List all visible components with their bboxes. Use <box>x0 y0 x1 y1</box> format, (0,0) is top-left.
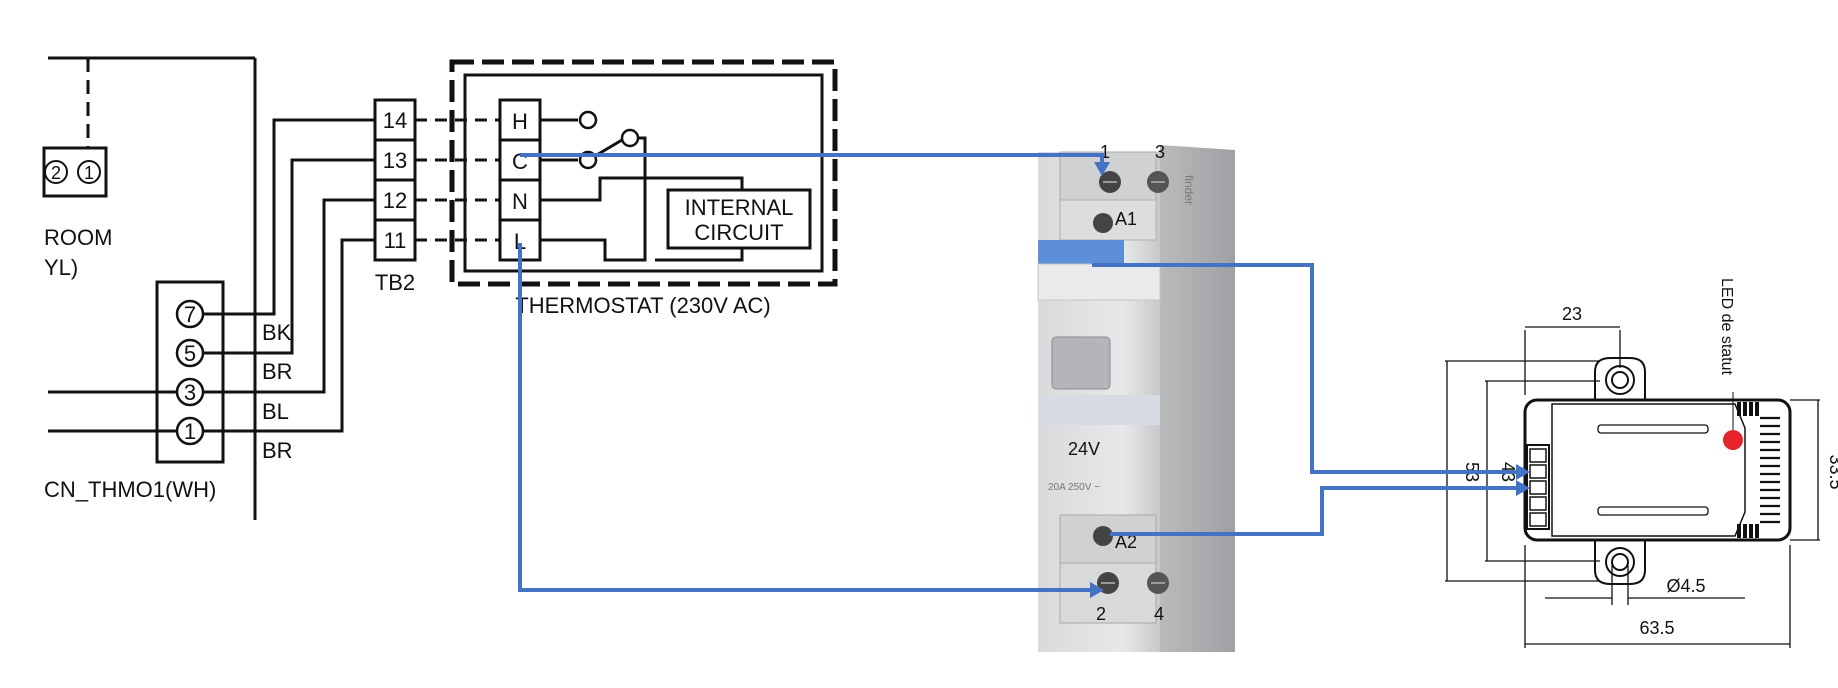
relay-brand: finder <box>1182 175 1196 205</box>
relay-rating-v: 24V <box>1068 439 1100 459</box>
room-pin-2 <box>44 160 68 184</box>
wire-color-br-2: BR <box>262 438 293 463</box>
module-slot-top <box>1597 424 1709 434</box>
dimension-lines <box>1445 326 1820 648</box>
cn-pin-7-label: 7 <box>184 302 196 327</box>
module-inner <box>1551 403 1746 537</box>
tb2-12: 12 <box>383 188 407 213</box>
wire-color-br: BR <box>262 359 293 384</box>
cn-pin-1-label: 1 <box>184 419 196 444</box>
relay-switch <box>1051 336 1111 390</box>
tb2-links <box>415 118 500 242</box>
wire-c-to-relay-1 <box>520 153 1104 170</box>
room-pin-2-label: 2 <box>51 163 61 183</box>
module-vents <box>1760 416 1780 524</box>
relay-panel <box>1038 395 1160 425</box>
relay-label-2: 2 <box>1096 604 1106 624</box>
relay-side <box>1160 145 1235 652</box>
screw-a2 <box>1093 526 1113 546</box>
internal-circuit <box>666 188 812 250</box>
wire-color-bk: BK <box>262 320 292 345</box>
blue-wires <box>518 153 1530 598</box>
tb2-label: TB2 <box>375 270 415 295</box>
thermostat-enclosure <box>449 59 838 287</box>
relay-label-4: 4 <box>1154 604 1164 624</box>
relay-label-a1: A1 <box>1115 209 1137 229</box>
led-label: LED de statut <box>1718 278 1735 376</box>
cn-label: CN_THMO1(WH) <box>44 477 216 502</box>
wire-l-to-relay-2 <box>518 243 1095 592</box>
dim-side: 33.5 <box>1826 454 1838 489</box>
thermostat-label: THERMOSTAT (230V AC) <box>515 293 771 318</box>
arrow-relay-1 <box>1094 162 1110 176</box>
internal-label-2: CIRCUIT <box>694 220 783 245</box>
tb2-11: 11 <box>384 228 407 253</box>
relay-rating-a: 20A 250V ~ <box>1048 482 1100 493</box>
room-label-2: YL) <box>44 255 78 280</box>
screw-a1 <box>1093 213 1113 233</box>
wire-a2-to-module <box>1110 486 1522 536</box>
arrow-relay-2 <box>1090 582 1104 598</box>
relay: 1 3 A1 finder 24V 20A 250V ~ A2 2 4 <box>1037 142 1235 652</box>
tb2-13: 13 <box>383 148 407 173</box>
schematic-left: 2 1 ROOM YL) 7 5 3 1 CN_THMO1(WH) BK BR … <box>42 56 838 520</box>
thermostat-inner <box>463 73 824 273</box>
cn-pin-5-label: 5 <box>184 341 196 366</box>
wire-color-bl: BL <box>262 399 289 424</box>
term-c: C <box>512 149 528 174</box>
module-slot-bottom <box>1597 506 1709 516</box>
room-label-1: ROOM <box>44 225 112 250</box>
dim-width: 63.5 <box>1639 618 1674 638</box>
module-body <box>1523 398 1792 542</box>
tb2-14: 14 <box>383 108 407 133</box>
cn-pin-3-label: 3 <box>184 380 196 405</box>
wire-br-2 <box>203 238 375 433</box>
relay-label-1: 1 <box>1100 142 1110 162</box>
wire-br-1 <box>203 158 375 355</box>
dim-hole: Ø4.5 <box>1666 576 1705 596</box>
module-top-vents <box>1737 402 1759 538</box>
relay-blue-strip <box>1038 240 1124 264</box>
relay-label-3: 3 <box>1155 142 1165 162</box>
relay-label-area <box>1037 263 1161 301</box>
mount-hole-bottom-inner <box>1611 553 1629 571</box>
internal-label-1: INTERNAL <box>685 195 794 220</box>
module-drawing: LED de statut 23 53 43 33.5 Ø4. <box>1445 278 1838 648</box>
arrow-module-1 <box>1516 464 1530 480</box>
wire-a1-to-module <box>1092 263 1522 474</box>
arrow-module-2 <box>1516 480 1530 496</box>
module-terminals <box>1529 448 1547 527</box>
dim-top-width: 23 <box>1562 304 1582 324</box>
term-h: H <box>512 109 528 134</box>
wire-bk <box>203 118 375 316</box>
wire-bl <box>203 198 375 394</box>
mount-hole-top-inner <box>1611 371 1629 389</box>
relay-label-a2: A2 <box>1115 532 1137 552</box>
term-l: L <box>514 229 526 254</box>
room-pin-1-label: 1 <box>84 163 94 183</box>
status-led <box>1723 430 1743 450</box>
room-pin-1 <box>77 160 101 184</box>
term-n: N <box>512 189 528 214</box>
